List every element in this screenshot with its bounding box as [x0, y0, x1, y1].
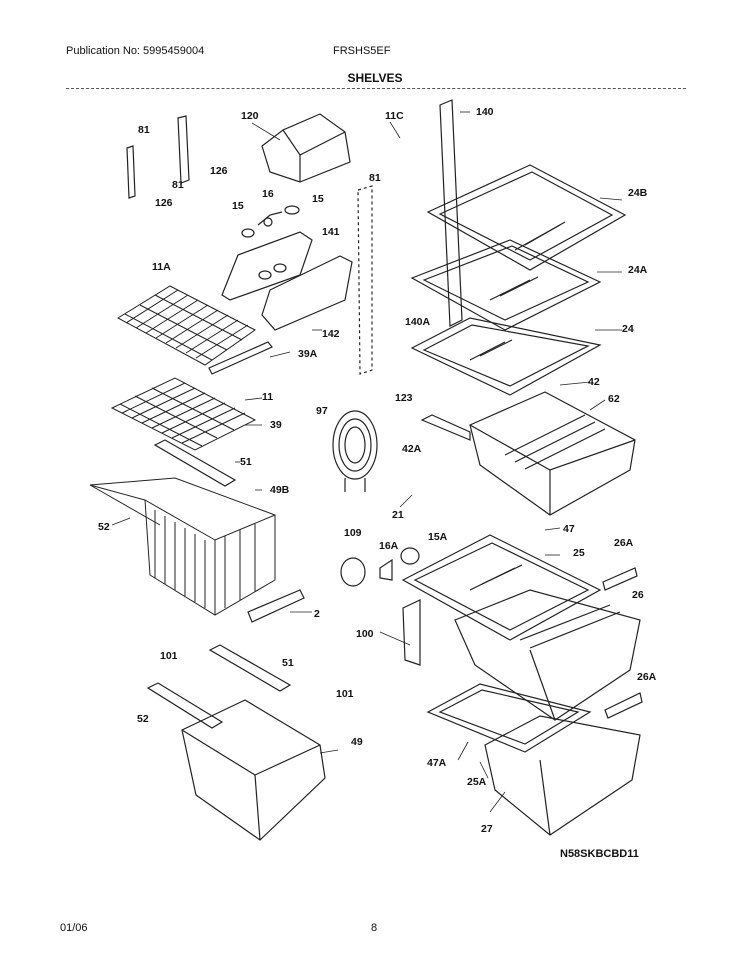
bin-rail-52 [146, 682, 224, 729]
callout-49b: 49B [270, 484, 290, 496]
callout-141: 141 [322, 226, 340, 238]
callout-16: 16 [262, 188, 274, 200]
callout-52-b: 52 [137, 713, 149, 725]
callout-15-b: 15 [312, 193, 324, 205]
publication-number: Publication No: 5995459004 [66, 45, 205, 57]
callout-109: 109 [344, 527, 362, 539]
callout-140a: 140A [405, 316, 431, 328]
callout-101-a: 101 [160, 650, 178, 662]
callout-123: 123 [395, 392, 413, 404]
freezer-bin-49 [181, 699, 326, 841]
crisper-drawer-62 [469, 391, 636, 516]
callout-49: 49 [351, 736, 363, 748]
callout-51-a: 51 [240, 456, 252, 468]
lamp-assembly-109 [340, 547, 420, 587]
callout-81-a: 81 [138, 124, 150, 136]
callout-27: 27 [481, 823, 493, 835]
callout-16a: 16A [379, 540, 399, 552]
trim-2 [247, 589, 305, 623]
wire-basket-49b [89, 477, 276, 616]
lamp-socket-16 [241, 205, 300, 238]
wire-shelf-11a [117, 285, 256, 366]
callout-26: 26 [632, 589, 644, 601]
shelf-trim-39a [208, 341, 273, 375]
callout-126-a: 126 [210, 165, 228, 177]
callout-140: 140 [476, 106, 494, 118]
basket-rail-51 [153, 439, 237, 487]
crisper-rail-42a [420, 414, 471, 441]
callout-26a-b: 26A [637, 671, 657, 683]
callout-126-b: 126 [155, 197, 173, 209]
diagram-code: N58SKBCBD11 [560, 848, 639, 860]
cover-140 [357, 99, 463, 375]
callout-42: 42 [588, 376, 600, 388]
callout-11: 11 [262, 391, 274, 403]
heater-coil-97 [332, 410, 378, 492]
glass-shelf-24a [410, 239, 602, 331]
page-title: SHELVES [347, 71, 403, 85]
light-housing-141 [221, 231, 353, 331]
callout-39: 39 [270, 419, 282, 431]
callout-47: 47 [563, 523, 575, 535]
callout-62: 62 [608, 393, 620, 405]
callout-81-b: 81 [172, 179, 184, 191]
callout-101-b: 101 [336, 688, 354, 700]
door-bin-120 [261, 113, 351, 183]
callout-24a: 24A [628, 264, 648, 276]
model-number: FRSHS5EF [333, 45, 391, 57]
leader-lines [111, 111, 623, 813]
callout-51-b: 51 [282, 657, 294, 669]
bracket-26a-top [602, 567, 638, 591]
callout-25: 25 [573, 547, 585, 559]
callout-100: 100 [356, 628, 374, 640]
glass-shelf-24 [410, 317, 602, 396]
callout-24: 24 [622, 323, 634, 335]
callout-39a: 39A [298, 348, 318, 360]
wall-bracket-left [126, 115, 190, 199]
callout-52-a: 52 [98, 521, 110, 533]
cover-47a [426, 683, 592, 753]
callout-25a: 25A [467, 776, 487, 788]
callout-21: 21 [392, 509, 404, 521]
callout-97: 97 [316, 405, 328, 417]
glass-shelf-24b [426, 164, 627, 271]
callout-142: 142 [322, 328, 340, 340]
header-divider [66, 88, 686, 89]
crisper-cover-25 [401, 534, 602, 641]
callout-2: 2 [314, 608, 320, 620]
callout-11c: 11C [385, 110, 404, 122]
bracket-26a-bottom [604, 692, 643, 719]
crisper-drawer-26 [454, 589, 641, 721]
callout-81-c: 81 [369, 172, 381, 184]
callout-11a: 11A [152, 261, 171, 273]
callout-26a-a: 26A [614, 537, 634, 549]
callout-15a: 15A [428, 531, 448, 543]
crisper-drawer-27 [484, 715, 641, 836]
page-number: 8 [371, 922, 378, 934]
callout-47a: 47A [427, 757, 447, 769]
callout-24b: 24B [628, 187, 648, 199]
cover-100 [402, 599, 421, 666]
callout-42a: 42A [402, 443, 422, 455]
bin-rail-51 [208, 644, 292, 692]
wire-shelf-11 [110, 377, 257, 451]
callout-15-a: 15 [232, 200, 244, 212]
callout-120: 120 [241, 110, 259, 122]
footer-date: 01/06 [60, 922, 88, 934]
